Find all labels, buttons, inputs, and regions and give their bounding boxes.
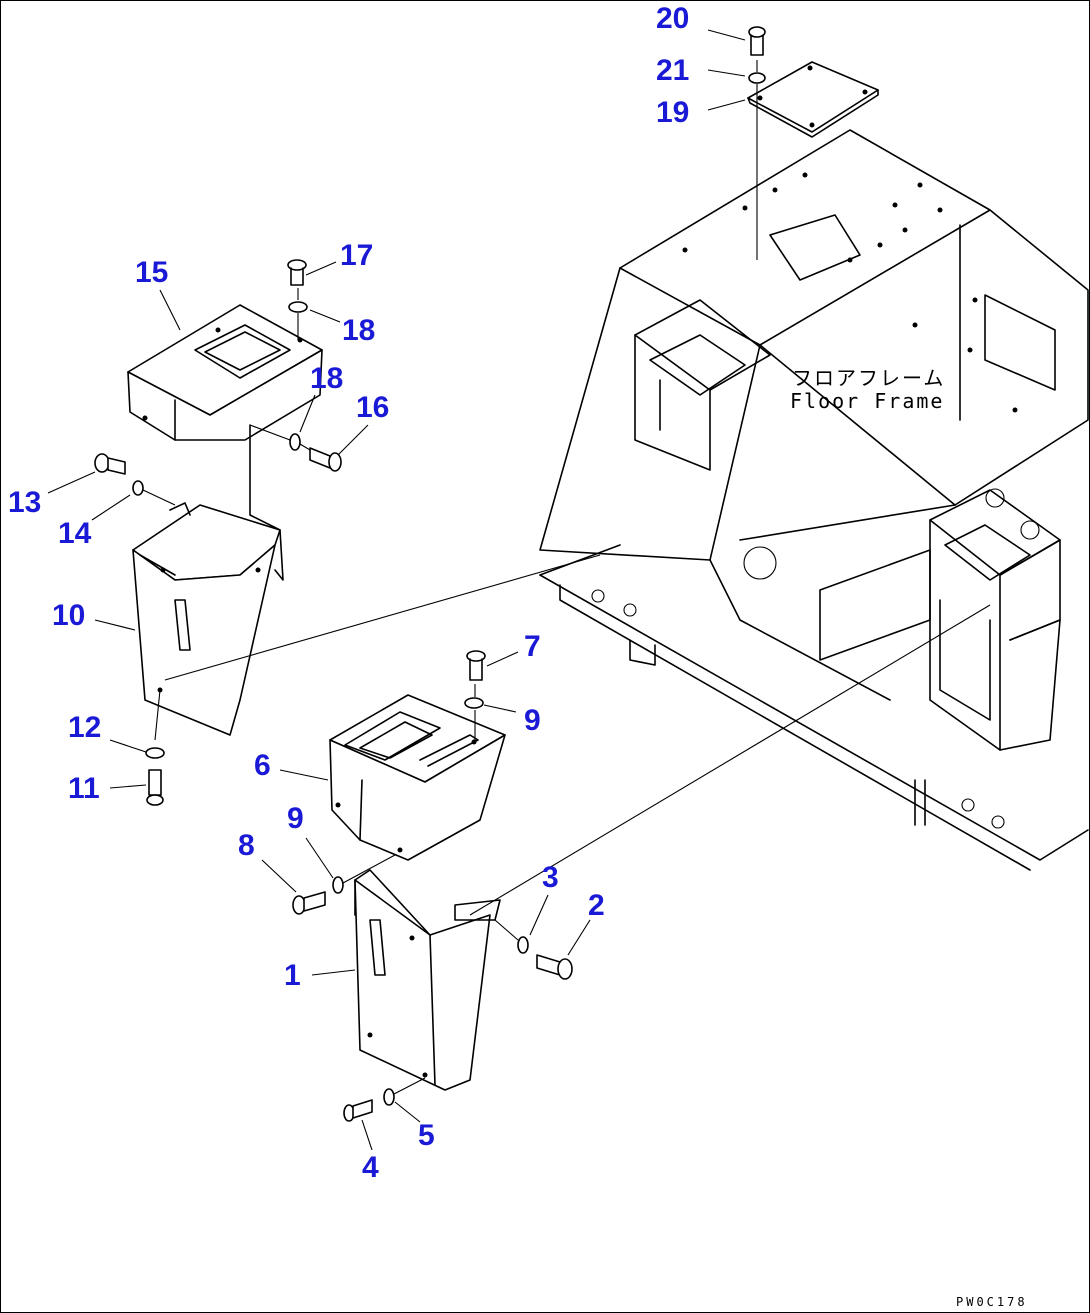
leader-lines <box>47 29 746 1151</box>
bolt-11 <box>146 769 164 806</box>
bolt-17 <box>287 259 307 286</box>
part-label-3: 3 <box>542 861 559 894</box>
part-label-5: 5 <box>418 1119 435 1152</box>
bolt-4 <box>343 1099 373 1122</box>
boot-10 <box>132 424 284 736</box>
washer-18-side <box>289 433 301 451</box>
part-labels: 20 21 19 15 17 18 18 16 13 14 10 12 11 7… <box>8 2 689 1184</box>
drawing-code: PW0C178 <box>956 1295 1028 1309</box>
part-label-18-top: 18 <box>342 314 375 347</box>
cover-6 <box>329 694 506 861</box>
part-label-9-side: 9 <box>287 802 304 835</box>
floor-frame-label-jp: フロアフレーム <box>792 366 945 390</box>
washer-5 <box>383 1088 395 1106</box>
part-label-2: 2 <box>588 889 605 922</box>
part-label-8: 8 <box>238 829 255 862</box>
washer-12 <box>145 747 165 759</box>
part-label-14: 14 <box>58 517 92 550</box>
floor-frame <box>539 129 1089 871</box>
part-label-12: 12 <box>68 711 101 744</box>
bolt-2 <box>536 954 573 980</box>
part-label-17: 17 <box>340 239 373 272</box>
washer-3 <box>517 936 529 954</box>
part-label-18-side: 18 <box>310 362 343 395</box>
part-label-10: 10 <box>52 599 85 632</box>
bolt-8 <box>292 891 326 915</box>
bolt-7 <box>466 650 486 681</box>
part-label-16: 16 <box>356 391 389 424</box>
part-label-20: 20 <box>656 2 689 35</box>
part-label-7: 7 <box>524 630 541 663</box>
cover-15 <box>127 304 323 441</box>
washer-9-top <box>464 697 484 709</box>
washer-18-top <box>288 301 308 313</box>
boot-1 <box>354 869 501 1091</box>
part-label-21: 21 <box>656 54 689 87</box>
bolt-20 <box>748 26 766 56</box>
part-label-19: 19 <box>656 96 689 129</box>
part-label-13: 13 <box>8 486 41 519</box>
bolt-13 <box>94 453 126 475</box>
floor-frame-label-en: Floor Frame <box>790 389 944 413</box>
washer-21 <box>748 72 766 84</box>
part-label-4: 4 <box>362 1151 379 1184</box>
washer-14 <box>132 480 144 496</box>
cover-19 <box>747 61 879 138</box>
part-label-9-top: 9 <box>524 704 541 737</box>
bolt-16 <box>309 447 342 472</box>
part-label-1: 1 <box>284 959 301 992</box>
part-label-6: 6 <box>254 749 271 782</box>
washer-9-side <box>332 876 344 894</box>
part-label-11: 11 <box>68 772 100 805</box>
part-label-15: 15 <box>135 256 168 289</box>
